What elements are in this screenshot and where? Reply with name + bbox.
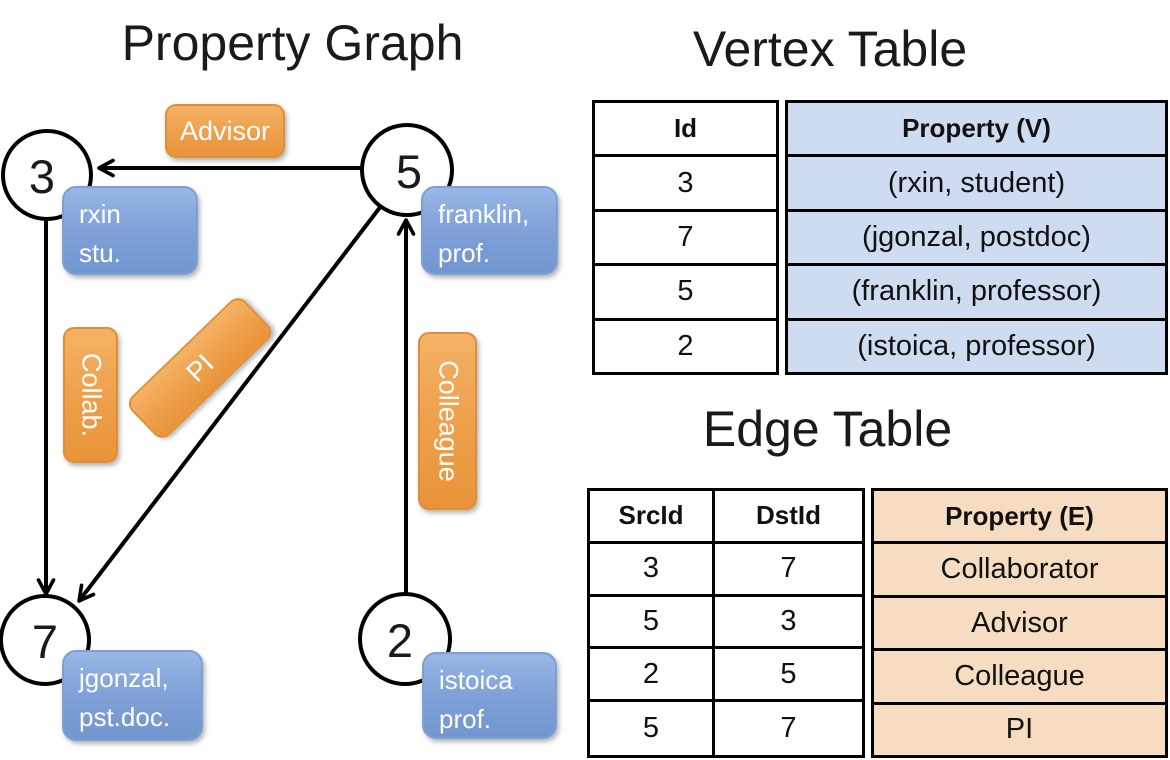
vertex-box-istoica-line1: istoica (439, 665, 513, 695)
edge-table-title: Edge Table (702, 401, 953, 457)
vertex-box-rxin-line1: rxin (79, 199, 121, 229)
vertex-table-id-cell: 2 (677, 329, 694, 362)
vertex-table-id-cell: 3 (595, 157, 776, 212)
edge-table-property-column: Property (E) Collaborator Advisor Collea… (871, 488, 1168, 758)
vertex-box-jgonzal-line1: jgonzal, (79, 663, 169, 693)
vertex-box-rxin-line2: stu. (79, 238, 121, 268)
property-graph-title: Property Graph (121, 15, 464, 71)
edge-pi-5-to-7 (77, 204, 383, 603)
edge-table-dst-cell: 5 (715, 649, 862, 703)
vertex-table-property-column: Property (V) (rxin, student) (jgonzal, p… (785, 100, 1168, 375)
edge-table-src-cell: 2 (590, 649, 715, 703)
edge-label-collab: Collab. (63, 327, 118, 463)
node-id-5: 5 (396, 145, 422, 198)
edge-table-src-cell: 5 (590, 596, 715, 650)
edge-table-id-columns: SrcId DstId 3 7 5 3 2 5 5 7 (587, 488, 865, 758)
edge-label-colleague: Colleague (418, 332, 477, 510)
vertex-box-jgonzal: jgonzal, pst.doc. (62, 650, 203, 741)
edge-label-collab-text: Collab. (76, 352, 106, 438)
vertex-box-rxin: rxin stu. (62, 186, 198, 275)
edge-table-dst-cell: 7 (715, 544, 862, 597)
edge-table-src-cell: 3 (590, 543, 715, 597)
vertex-table-property-header: Property (V) (788, 103, 1165, 158)
edge-label-advisor-text: Advisor (179, 115, 271, 146)
edge-label-colleague-text: Colleague (433, 360, 463, 482)
vertex-box-istoica-line2: prof. (439, 704, 492, 734)
edge-label-advisor: Advisor (165, 104, 285, 158)
vertex-table-id-cell: 5 (595, 266, 776, 321)
edge-table-dst-cell: 7 (780, 712, 797, 745)
edge-table-property-cell: Collaborator (874, 544, 1165, 598)
node-id-2: 2 (387, 614, 413, 667)
vertex-box-franklin-line1: franklin, (438, 199, 530, 229)
vertex-table-title: Vertex Table (692, 21, 968, 77)
edge-table-property-cell: Advisor (874, 597, 1165, 652)
node-id-3: 3 (29, 150, 55, 203)
vertex-table-property-cell: (istoica, professor) (788, 320, 1165, 373)
vertex-table-property-cell: (franklin, professor) (788, 266, 1165, 321)
vertex-table-id-cell: 7 (595, 212, 776, 267)
vertex-table-property-cell: (jgonzal, postdoc) (788, 211, 1165, 267)
vertex-table-id-header: Id (595, 103, 776, 158)
edge-table-dst-header: DstId (715, 491, 862, 544)
vertex-table-id-column: Id 3 7 5 2 (592, 100, 779, 375)
edge-table-dst-cell: 3 (715, 597, 862, 650)
vertex-box-istoica: istoica prof. (422, 652, 557, 739)
vertex-table-property-cell: (rxin, student) (788, 157, 1165, 212)
edge-label-pi-text: PI (180, 347, 220, 388)
vertex-box-jgonzal-line2: pst.doc. (79, 702, 171, 732)
node-id-7: 7 (32, 615, 58, 668)
edge-table-src-cell: 5 (590, 702, 715, 755)
vertex-box-franklin-line2: prof. (438, 238, 491, 268)
edge-table-property-header: Property (E) (874, 491, 1165, 545)
edge-table-property-cell: Colleague (874, 651, 1165, 705)
edge-table-property-cell: PI (874, 704, 1165, 756)
edge-table-src-header: SrcId (590, 491, 715, 544)
vertex-box-franklin: franklin, prof. (421, 186, 558, 275)
